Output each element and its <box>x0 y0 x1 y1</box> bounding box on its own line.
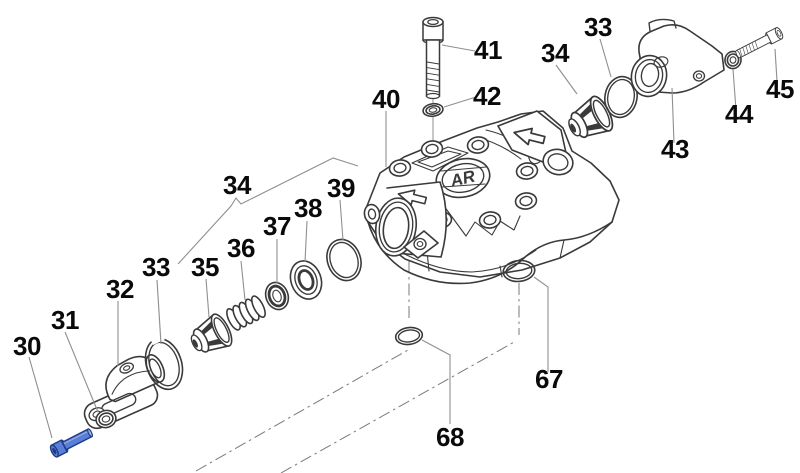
callout-30: 30 <box>13 331 41 361</box>
part-31-washer <box>95 409 117 429</box>
callout-labels: 30 31 32 33 34 35 36 37 38 39 40 41 42 3… <box>13 12 794 452</box>
part-36-spring <box>226 295 266 331</box>
part-38-valve-seat <box>289 260 323 300</box>
callout-31: 31 <box>51 305 79 335</box>
callout-33-left: 33 <box>142 252 170 282</box>
callout-33-right: 33 <box>584 12 612 42</box>
callout-39: 39 <box>327 173 355 203</box>
part-40-pump-head: AR <box>363 110 620 285</box>
callout-42: 42 <box>473 81 501 111</box>
callout-34-right: 34 <box>541 38 570 68</box>
group-bracket-34 <box>177 157 359 265</box>
axis-lines <box>195 93 520 473</box>
head-left-port <box>363 181 448 259</box>
part-68-oring <box>394 326 424 346</box>
part-33-oring-right <box>604 75 638 119</box>
head-right-port <box>497 110 574 176</box>
callout-40: 40 <box>372 84 400 114</box>
part-45-screw <box>733 26 785 61</box>
callout-45: 45 <box>766 74 794 104</box>
part-43-outlet-elbow <box>630 18 725 98</box>
part-30-screw-blue <box>49 428 93 458</box>
part-34-valve-assembly <box>561 92 618 148</box>
callout-67: 67 <box>535 364 563 394</box>
part-42-washer <box>422 102 444 118</box>
part-32-elbow-fitting <box>83 354 166 430</box>
callout-37: 37 <box>263 211 291 241</box>
callout-36: 36 <box>227 233 255 263</box>
callout-41: 41 <box>474 35 502 65</box>
part-41-screw <box>422 16 444 100</box>
callout-44: 44 <box>725 99 754 129</box>
part-39-oring <box>326 238 362 282</box>
callout-68: 68 <box>436 422 464 452</box>
callout-35: 35 <box>191 252 219 282</box>
part-37-seal <box>264 281 290 311</box>
callout-43: 43 <box>661 134 689 164</box>
part-67-oring <box>502 259 536 283</box>
leader-lines <box>28 38 778 439</box>
callout-38: 38 <box>294 193 322 223</box>
callout-32: 32 <box>106 274 134 304</box>
callout-34-left: 34 <box>223 170 252 200</box>
